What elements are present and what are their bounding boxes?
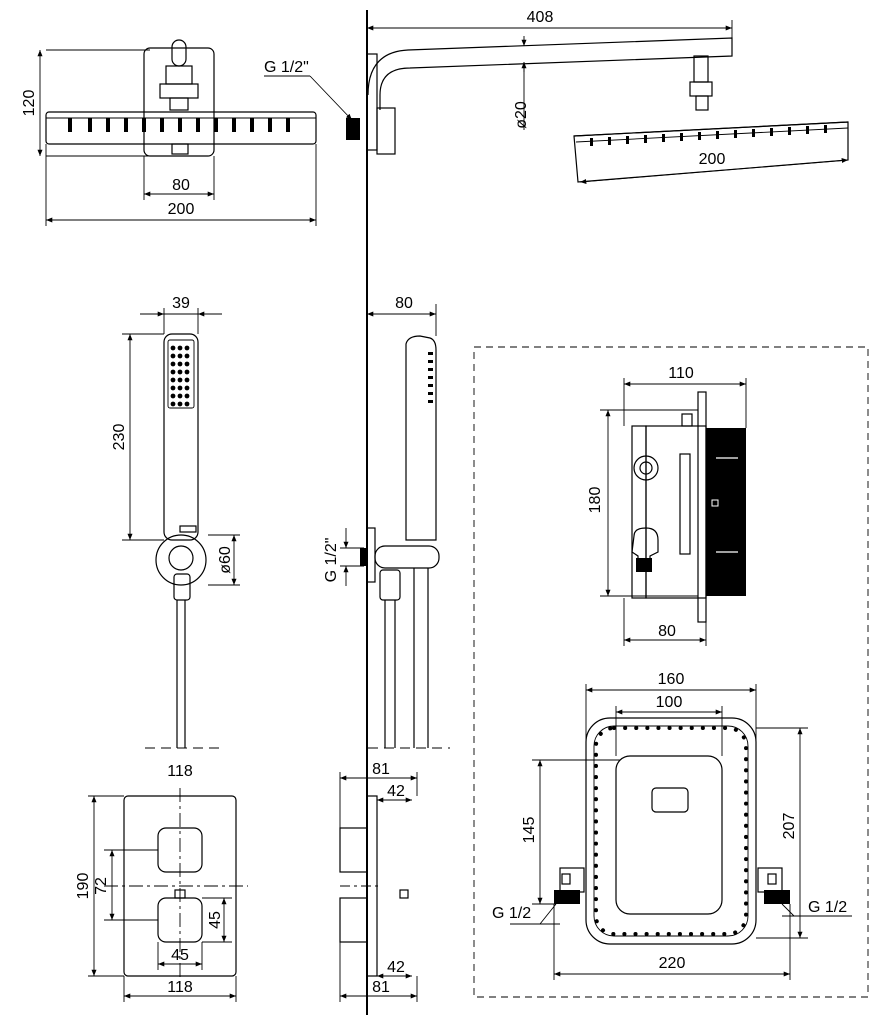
dim-118-top: 118	[167, 763, 193, 780]
dim-145: 145	[521, 817, 538, 844]
dim-81-bottom: 81	[372, 979, 390, 996]
dim-118-bottom: 118	[167, 979, 193, 996]
dim-d60: ø60	[217, 546, 234, 574]
overhead-shower-side-view: 408 ø20 200	[346, 9, 849, 184]
thread-label-left: G 1/2	[492, 905, 531, 922]
thread-label-hand: G 1/2"	[323, 538, 340, 583]
dim-160: 160	[658, 671, 685, 688]
dim-207: 207	[781, 813, 798, 840]
dim-80-mount: 80	[172, 177, 190, 194]
thread-label-right: G 1/2	[808, 899, 847, 916]
dim-110: 110	[668, 365, 694, 382]
dim-120: 120	[21, 90, 38, 117]
dim-81-top: 81	[372, 761, 390, 778]
dim-42-top: 42	[387, 783, 405, 800]
mixer-side-view: 81 42 42 81	[339, 761, 418, 1002]
hand-shower-front-view: 39 230 ø60	[111, 295, 240, 749]
dim-45-v: 45	[207, 911, 224, 929]
concealed-body-frame	[473, 346, 869, 998]
dim-230: 230	[111, 424, 128, 451]
dim-220: 220	[659, 955, 686, 972]
dim-80-hand: 80	[395, 295, 413, 312]
mixer-front-view: 118 190 72 45 45 118	[75, 763, 248, 1002]
concealed-box-front-view: 160 100 145 207 G 1/2 G 1/2 220	[492, 671, 852, 980]
dim-100: 100	[656, 694, 683, 711]
dim-180: 180	[587, 487, 604, 514]
dim-72: 72	[93, 877, 110, 895]
concealed-box-side-view: 110 180 80	[587, 365, 747, 646]
dim-80-box: 80	[658, 623, 676, 640]
dim-d20: ø20	[513, 101, 530, 129]
dim-42-bottom: 42	[387, 959, 405, 976]
dim-190: 190	[75, 873, 92, 900]
thread-label-top: G 1/2"	[264, 59, 309, 76]
dim-200-side: 200	[699, 151, 726, 168]
hand-shower-side-view: 80 G 1/2"	[323, 295, 450, 749]
dim-45-h: 45	[171, 947, 189, 964]
dim-200-front: 200	[168, 201, 195, 218]
dim-39: 39	[172, 295, 190, 312]
overhead-shower-front-view: 120 80 200	[21, 39, 317, 226]
dim-408: 408	[527, 9, 554, 26]
